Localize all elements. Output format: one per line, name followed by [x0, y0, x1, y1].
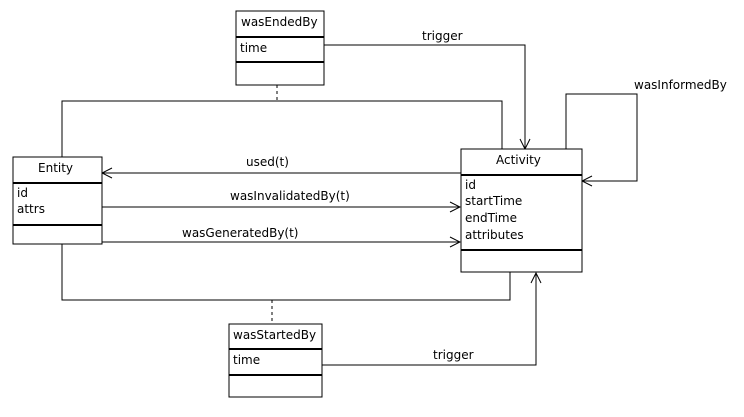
attribute-startTime: startTime — [465, 194, 522, 208]
wasInformedBy-arrow — [565, 93, 638, 181]
used-label: used(t) — [246, 155, 289, 169]
trigger-top-label: trigger — [422, 29, 463, 43]
class-name-activity: Activity — [496, 153, 541, 167]
attribute-attrs: attrs — [17, 202, 45, 216]
class-box-wasEndedBy[interactable]: wasEndedBy time — [235, 10, 325, 86]
wasStartedBy-association-line — [61, 244, 511, 301]
class-name-wasStartedBy: wasStartedBy — [233, 328, 316, 342]
wasGeneratedBy-label: wasGeneratedBy(t) — [182, 226, 298, 240]
class-name-entity: Entity — [38, 161, 73, 175]
class-box-activity[interactable]: Activity id startTime endTime attributes — [460, 148, 583, 273]
class-box-wasStartedBy[interactable]: wasStartedBy time — [228, 323, 323, 398]
attribute-time: time — [240, 41, 267, 55]
attribute-id: id — [465, 178, 476, 192]
wasInvalidatedBy-label: wasInvalidatedBy(t) — [230, 189, 350, 203]
class-box-entity[interactable]: Entity id attrs — [12, 156, 103, 245]
attribute-id: id — [17, 186, 28, 200]
trigger-top-arrow — [323, 44, 525, 149]
attribute-endTime: endTime — [465, 211, 517, 225]
trigger-bottom-label: trigger — [433, 348, 474, 362]
trigger-bottom-arrow — [322, 273, 536, 366]
class-name-wasEndedBy: wasEndedBy — [241, 15, 318, 29]
wasEndedBy-association-line — [61, 100, 503, 157]
wasInformedBy-label: wasInformedBy — [634, 78, 727, 92]
attribute-attributes: attributes — [465, 228, 524, 242]
attribute-time: time — [233, 353, 260, 367]
